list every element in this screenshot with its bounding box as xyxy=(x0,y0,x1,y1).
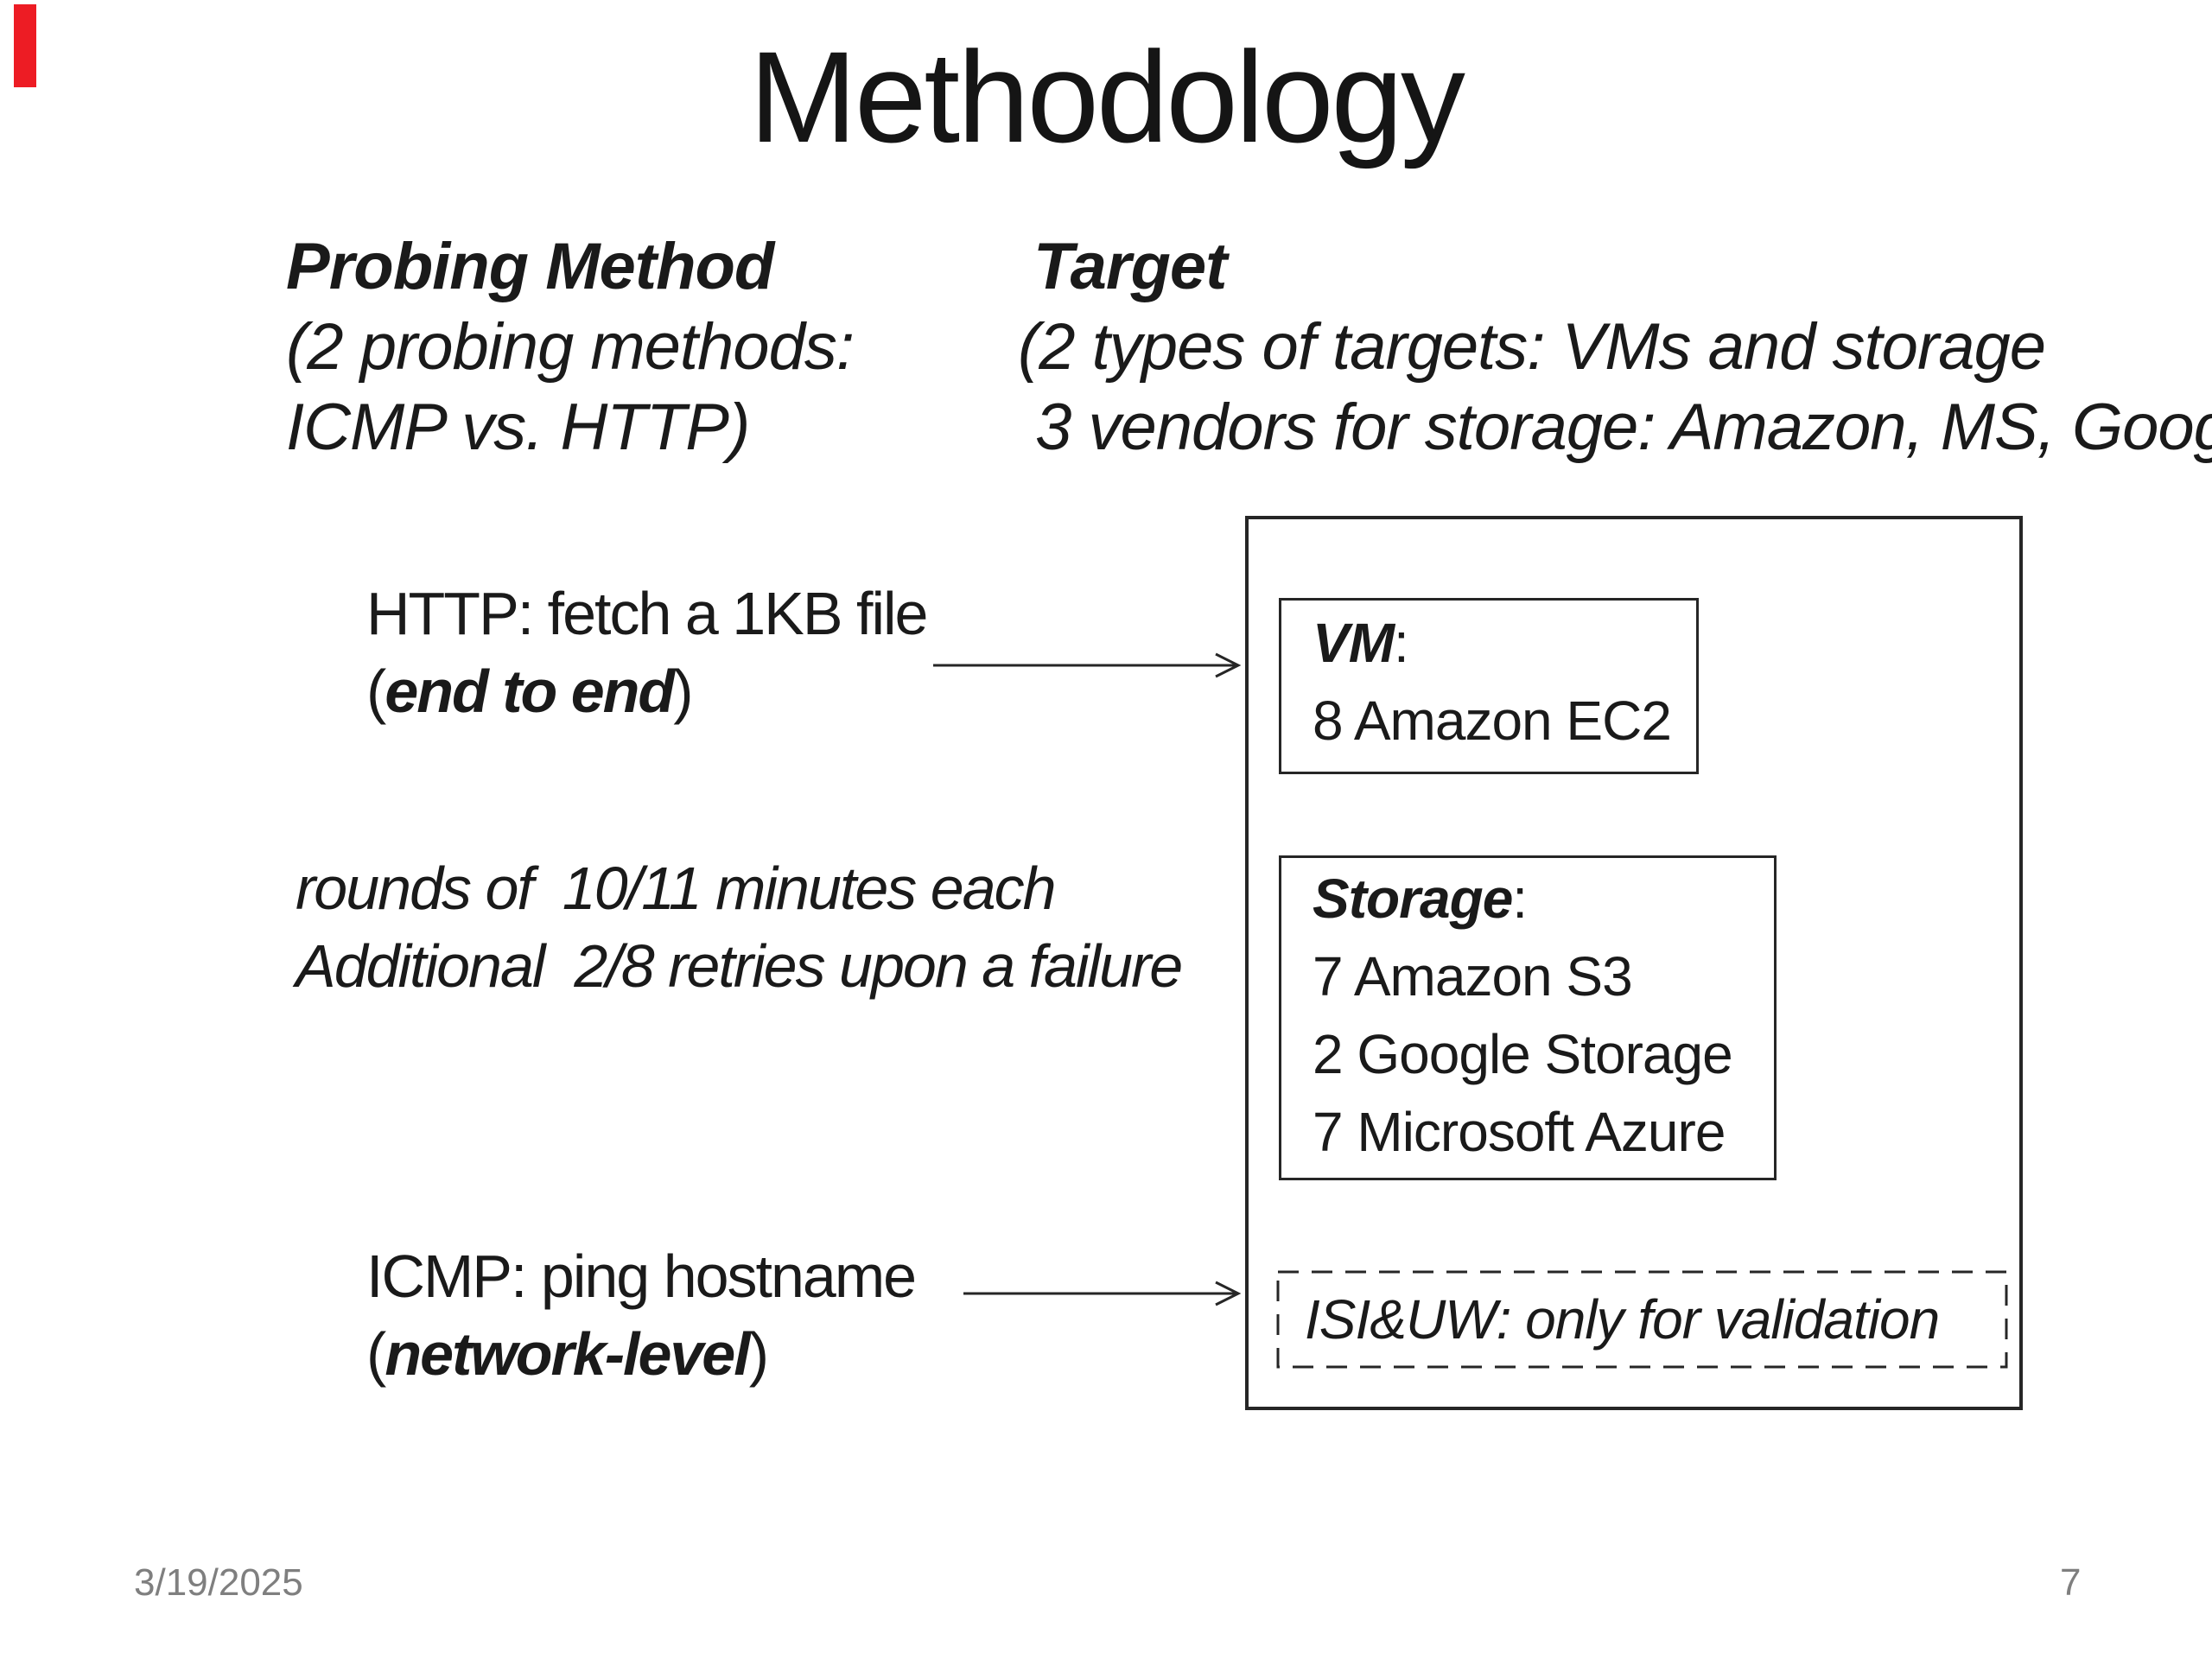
storage-box-text: Storage: 7 Amazon S3 2 Google Storage 7 … xyxy=(1281,858,1774,1171)
vm-label: VM xyxy=(1313,612,1395,674)
validation-box-text: ISI&UW: only for validation xyxy=(1305,1288,1940,1351)
storage-item: 7 Microsoft Azure xyxy=(1313,1101,1726,1163)
storage-item: 2 Google Storage xyxy=(1313,1023,1733,1085)
icmp-annotation: ICMP: ping hostname (network-level) xyxy=(366,1237,917,1393)
rounds-line2: Additional 2/8 retries upon a failure xyxy=(296,932,1183,1000)
http-line1: HTTP: fetch a 1KB file xyxy=(366,580,928,647)
http-annotation: HTTP: fetch a 1KB file (end to end) xyxy=(366,575,928,730)
storage-item: 7 Amazon S3 xyxy=(1313,945,1633,1007)
vm-box-text: VM: 8 Amazon EC2 xyxy=(1281,601,1696,760)
icmp-emphasis: network-level xyxy=(385,1320,750,1388)
rounds-annotation: rounds of 10/11 minutes each Additional … xyxy=(296,849,1183,1005)
target-title: Target xyxy=(1033,230,1227,303)
rounds-line1: rounds of 10/11 minutes each xyxy=(296,855,1057,922)
probing-method-header: Probing Method (2 probing methods: ICMP … xyxy=(286,226,855,467)
icmp-line2: (network-level) xyxy=(366,1315,915,1393)
storage-box: Storage: 7 Amazon S3 2 Google Storage 7 … xyxy=(1279,855,1777,1180)
storage-box-title: Storage: xyxy=(1313,860,1774,938)
http-line2: (end to end) xyxy=(366,652,926,730)
probing-method-title: Probing Method xyxy=(286,230,774,303)
storage-colon: : xyxy=(1512,868,1528,930)
target-line3: 3 vendors for storage: Amazon, MS, Googl… xyxy=(1018,391,2212,464)
vm-box-title: VM: xyxy=(1313,604,1696,682)
vm-box-line2: 8 Amazon EC2 xyxy=(1313,690,1672,752)
icmp-line1: ICMP: ping hostname xyxy=(366,1243,917,1310)
http-paren-close: ) xyxy=(673,658,693,725)
target-line2: (2 types of targets: VMs and storage xyxy=(1018,310,2046,384)
icmp-paren-close: ) xyxy=(748,1320,769,1388)
icmp-paren-open: ( xyxy=(366,1320,386,1388)
page-title: Methodology xyxy=(749,24,1465,169)
footer-page-number: 7 xyxy=(2060,1561,2082,1604)
probing-method-line2: (2 probing methods: xyxy=(286,310,855,384)
footer-date: 3/19/2025 xyxy=(134,1561,303,1604)
targets-outer-box xyxy=(1245,516,2023,1410)
vm-box: VM: 8 Amazon EC2 xyxy=(1279,598,1699,774)
storage-label: Storage xyxy=(1313,868,1513,930)
slide-corner-marker xyxy=(14,4,36,87)
probing-method-line3: ICMP vs. HTTP) xyxy=(286,391,750,464)
http-paren-open: ( xyxy=(366,658,386,725)
vm-colon: : xyxy=(1394,612,1409,674)
target-header: Target (2 types of targets: VMs and stor… xyxy=(1018,226,2212,467)
http-emphasis: end to end xyxy=(385,658,675,725)
